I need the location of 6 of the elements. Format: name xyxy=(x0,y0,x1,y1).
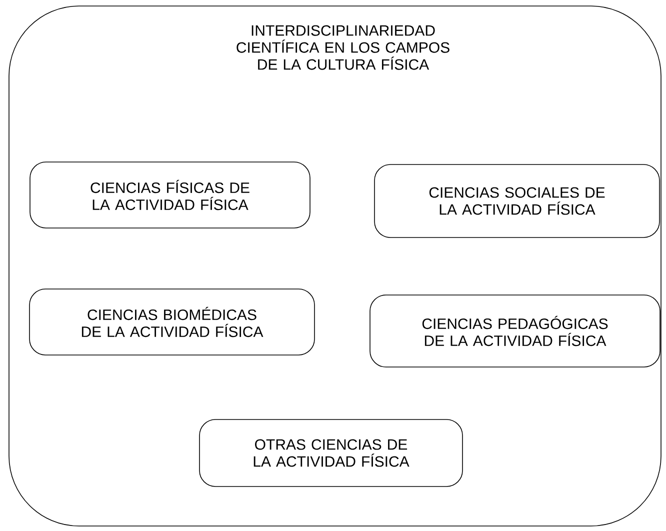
rounded-box: CIENCIAS SOCIALES DE LA ACTIVIDAD FÍSICA xyxy=(374,164,660,238)
heading: INTERDISCIPLINARIEDAD CIENTÍFICA EN LOS CAMPOS DE LA CULTURA FÍSICA xyxy=(236,25,450,70)
rounded-box: OTRAS CIENCIAS DE LA ACTIVIDAD FÍSICA xyxy=(199,419,463,487)
rounded-box: CIENCIAS BIOMÉDICAS DE LA ACTIVIDAD FÍSICA xyxy=(29,288,315,356)
rounded-box: CIENCIAS FÍSICAS DE LA ACTIVIDAD FÍSICA xyxy=(30,162,310,228)
rounded-box: CIENCIAS PEDAGÓGICAS DE LA ACTIVIDAD FÍSICA xyxy=(370,294,660,368)
